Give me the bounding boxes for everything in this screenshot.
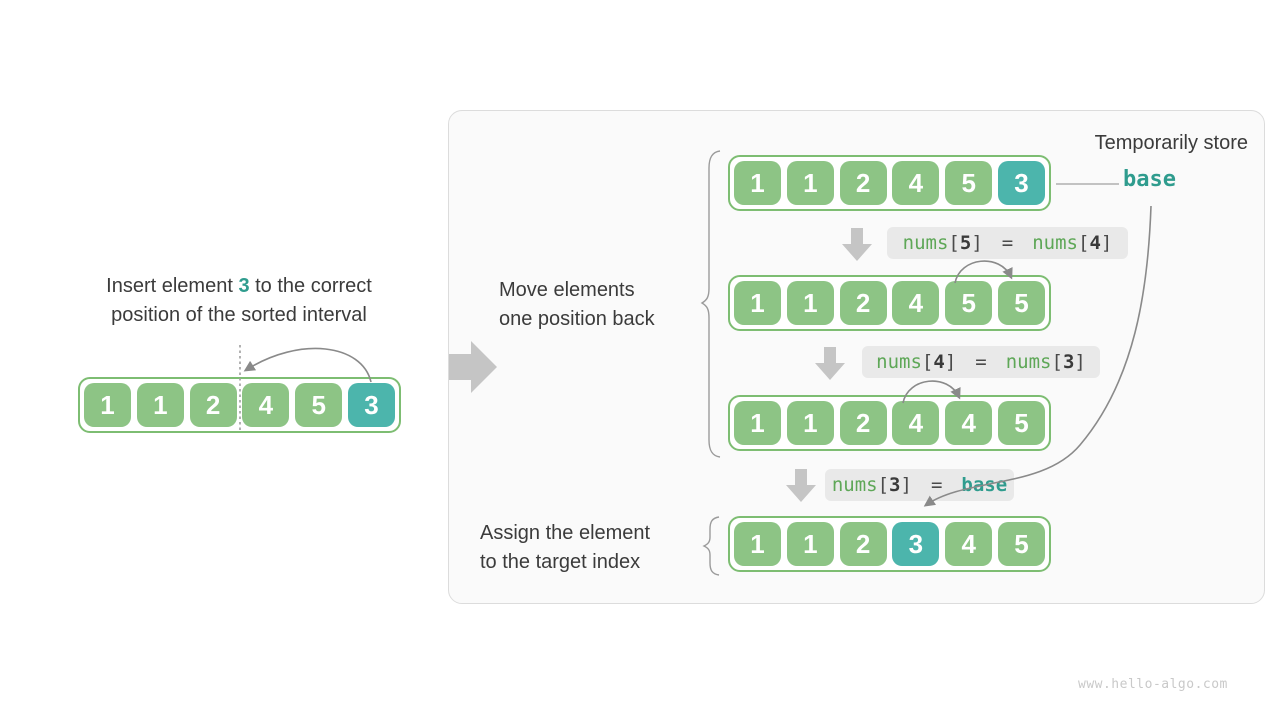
array-cell-base: 3 xyxy=(892,522,940,566)
array-row-4: 1 1 2 3 4 5 xyxy=(728,516,1051,572)
array-cell: 1 xyxy=(734,522,781,566)
code-lhs-name: nums xyxy=(902,232,949,254)
code-box-3: nums[3] = base xyxy=(825,469,1014,501)
code-bracket: [ xyxy=(877,474,890,496)
array-cell: 1 xyxy=(786,281,834,325)
code-bracket: ] xyxy=(1074,351,1086,373)
code-bracket: [ xyxy=(948,232,960,254)
array-cell: 2 xyxy=(839,522,887,566)
array-cell: 4 xyxy=(945,522,993,566)
move-elements-line2: one position back xyxy=(499,308,655,330)
code-rhs-name: nums xyxy=(1032,232,1078,254)
caption-text-pre: Insert element xyxy=(106,275,239,297)
left-caption-line2: position of the sorted interval xyxy=(111,304,367,326)
array-cell: 1 xyxy=(136,383,184,427)
assign-element-line1: Assign the element xyxy=(480,522,651,544)
array-cell: 1 xyxy=(84,383,131,427)
array-cell: 1 xyxy=(786,522,834,566)
array-cell: 5 xyxy=(997,401,1045,445)
code-bracket: ] xyxy=(944,351,957,373)
code-bracket: [ xyxy=(1077,232,1090,254)
array-cell: 4 xyxy=(945,401,993,445)
array-row-3: 1 1 2 4 4 5 xyxy=(728,395,1051,451)
array-cell: 2 xyxy=(839,281,887,325)
code-rhs-name: nums xyxy=(1005,351,1052,373)
array-cell: 1 xyxy=(734,281,781,325)
array-row-2: 1 1 2 4 5 5 xyxy=(728,275,1051,331)
code-bracket: ] xyxy=(900,474,912,496)
code-bracket: [ xyxy=(1051,351,1063,373)
array-cell: 5 xyxy=(945,161,993,205)
assign-element-label: Assign the element to the target index xyxy=(480,519,650,577)
array-cell: 4 xyxy=(892,401,940,445)
temporarily-store-label: Temporarily store xyxy=(1094,132,1248,154)
array-cell: 4 xyxy=(892,161,940,205)
code-lhs-name: nums xyxy=(876,351,922,373)
code-rhs-base: base xyxy=(961,474,1008,496)
array-cell: 2 xyxy=(189,383,237,427)
left-caption: Insert element 3 to the correct position… xyxy=(78,272,400,330)
move-elements-line1: Move elements xyxy=(499,279,635,301)
assign-element-line2: to the target index xyxy=(480,551,641,573)
array-cell: 5 xyxy=(997,281,1045,325)
array-cell: 2 xyxy=(839,401,887,445)
array-cell: 1 xyxy=(786,161,834,205)
caption-highlight-3: 3 xyxy=(238,275,250,297)
code-equals: = xyxy=(930,474,943,496)
array-cell: 5 xyxy=(997,522,1045,566)
code-rhs-index: 3 xyxy=(1062,351,1075,373)
code-lhs-index: 5 xyxy=(959,232,972,254)
array-row-1: 1 1 2 4 5 3 xyxy=(728,155,1051,211)
code-bracket: ] xyxy=(1100,232,1113,254)
array-cell: 1 xyxy=(734,401,781,445)
left-caption-line1: Insert element 3 to the correct xyxy=(78,272,400,301)
array-cell: 5 xyxy=(295,383,343,427)
code-bracket: [ xyxy=(921,351,934,373)
code-lhs-index: 4 xyxy=(933,351,945,373)
watermark: www.hello-algo.com xyxy=(1078,677,1228,692)
array-cell: 1 xyxy=(734,161,781,205)
code-lhs-name: nums xyxy=(831,474,878,496)
array-cell-base: 3 xyxy=(997,161,1045,205)
code-rhs-index: 4 xyxy=(1089,232,1101,254)
code-box-2: nums[4]=nums[3] xyxy=(862,346,1100,378)
caption-text-post: to the correct xyxy=(249,275,372,297)
array-cell: 4 xyxy=(892,281,940,325)
unsorted-array: 1 1 2 4 5 3 xyxy=(78,377,401,433)
array-cell: 2 xyxy=(839,161,887,205)
code-bracket: ] xyxy=(971,232,983,254)
code-box-1: nums[5]=nums[4] xyxy=(887,227,1128,259)
move-elements-label: Move elements one position back xyxy=(499,276,655,334)
base-label: base xyxy=(1123,167,1176,192)
code-equals: = xyxy=(975,351,987,373)
array-cell: 4 xyxy=(242,383,290,427)
array-cell: 1 xyxy=(786,401,834,445)
array-cell-base: 3 xyxy=(347,383,395,427)
code-lhs-index: 3 xyxy=(889,474,901,496)
array-cell: 5 xyxy=(945,281,993,325)
code-equals: = xyxy=(1001,232,1014,254)
